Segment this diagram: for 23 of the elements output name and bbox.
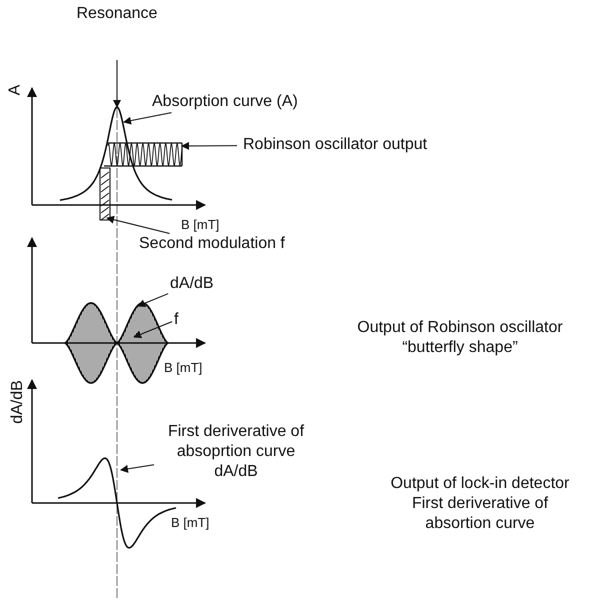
leader-line — [106, 216, 170, 234]
callout-text: Resonance — [76, 4, 158, 24]
axis-label: dA/dB — [8, 380, 27, 424]
leader-line — [120, 464, 154, 473]
callout-text: First deriverative of absoprtion curve dA/dB — [157, 422, 315, 482]
callout-text: Second modulation f — [139, 234, 285, 254]
leader-line — [181, 142, 238, 150]
callout-text: Absorption curve (A) — [152, 92, 298, 112]
callout-text: Robinson oscillator output — [243, 135, 428, 155]
callout-text: dA/dB — [170, 274, 214, 294]
axis-label: B [mT] — [164, 359, 202, 377]
hatched-modulation-drawing — [100, 168, 110, 220]
axis-label: B [mT] — [181, 216, 220, 234]
leader-line — [133, 321, 173, 338]
leader-line — [113, 60, 121, 108]
leader-line — [137, 293, 169, 308]
caption-text: Output of lock-in detector First deriverative of absortion curve — [390, 474, 570, 534]
caption-text: Output of Robinson oscillator “butterfly shape” — [356, 318, 564, 358]
axis-label: A — [4, 84, 24, 96]
callout-text: f — [174, 310, 178, 330]
axis-label: B [mT] — [171, 514, 210, 532]
oscillation-drawing — [103, 142, 183, 167]
leader-line — [123, 112, 172, 125]
